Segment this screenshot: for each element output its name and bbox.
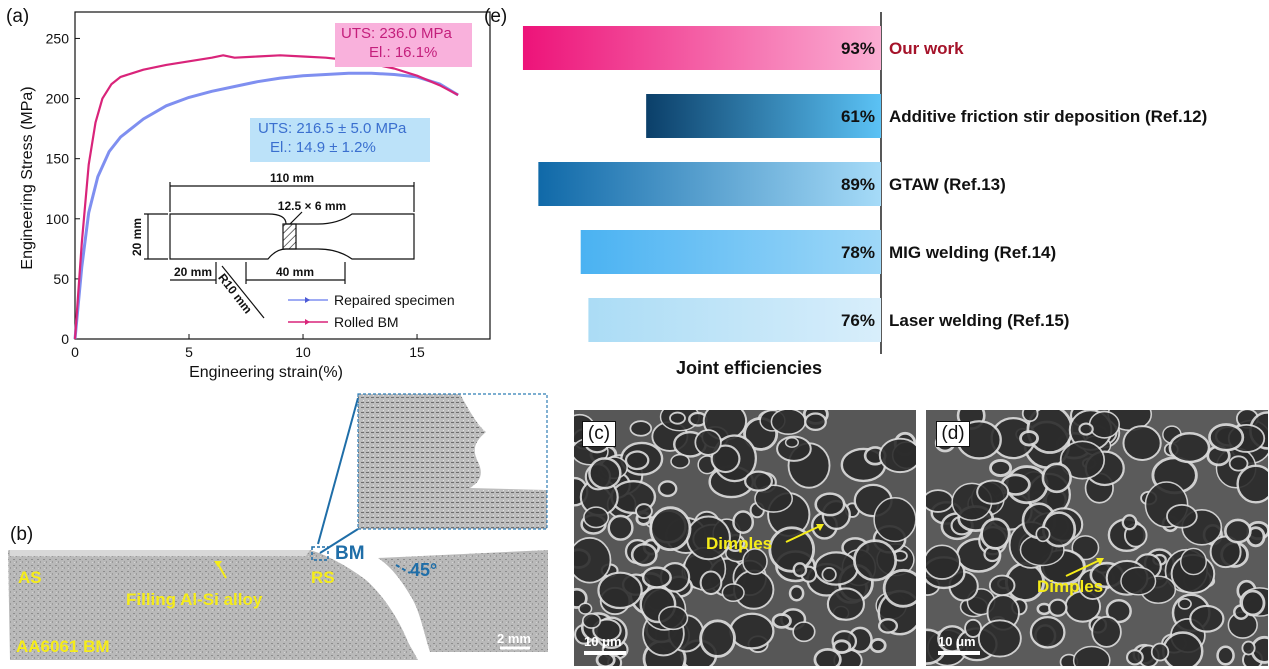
y-tick-label: 100 (46, 211, 70, 227)
legend-rolled: Rolled BM (334, 314, 399, 330)
sem-image-d (926, 410, 1268, 666)
section-right (378, 550, 548, 652)
bar-4 (588, 298, 881, 342)
dimples-label-d: Dimples (1037, 577, 1104, 596)
bar-value-label: 89% (841, 175, 875, 194)
specimen-drawing (144, 182, 415, 319)
bar-value-label: 76% (841, 311, 875, 330)
bar-category-label: Our work (889, 39, 964, 58)
repaired-el: El.: 14.9 ± 1.2% (270, 139, 376, 156)
specimen-section: 12.5 × 6 mm (278, 199, 346, 213)
joint-efficiency-chart: 93% Our work 61% Additive friction stir dep… (522, 12, 1207, 378)
plot-frame (74, 11, 491, 340)
x-axis-label: Joint efficiencies (676, 358, 822, 378)
scale-bar-d (938, 651, 980, 655)
angle-label: 45° (410, 560, 438, 580)
bar-group: 93% Our work 61% Additive friction stir dep… (522, 26, 1207, 342)
inset-leader-top (317, 397, 359, 545)
bar-value-label: 78% (841, 243, 875, 262)
annotation-rolled: UTS: 236.0 MPa El.: 16.1% (335, 23, 472, 67)
specimen-width: 20 mm (130, 218, 144, 256)
repaired-uts: UTS: 216.5 ± 5.0 MPa (258, 120, 407, 137)
x-tick-label: 10 (295, 344, 311, 360)
inset-frame (357, 393, 548, 530)
macrograph (8, 393, 548, 660)
filling-arrow (217, 563, 227, 579)
bar-value-label: 61% (841, 107, 875, 126)
annotation-repaired: UTS: 216.5 ± 5.0 MPa El.: 14.9 ± 1.2% (250, 118, 430, 162)
panel-label-c-box: (c) (582, 421, 616, 447)
bar-category-label: Additive friction stir deposition (Ref.1… (889, 107, 1207, 126)
sem-image-c (574, 410, 916, 666)
y-tick-label: 200 (46, 91, 70, 107)
panel-label-a: (a) (6, 6, 30, 27)
specimen-length: 110 mm (270, 171, 314, 185)
bar-0 (522, 26, 881, 70)
bar-category-label: MIG welding (Ref.14) (889, 243, 1056, 262)
panel-label-e: (e) (484, 6, 508, 27)
y-tick-label: 250 (46, 30, 70, 46)
as-label: AS (18, 568, 42, 587)
panel-label-d-box: (d) (936, 421, 970, 447)
dimples-arrow-c (785, 524, 824, 543)
bar-category-label: GTAW (Ref.13) (889, 175, 1006, 194)
bar-1 (646, 94, 881, 138)
x-tick-label: 15 (409, 344, 425, 360)
chart-axes (74, 11, 491, 340)
legend-repaired: Repaired specimen (334, 292, 455, 308)
rolled-el: El.: 16.1% (369, 44, 438, 61)
inset-leader-bottom (319, 528, 359, 554)
bar-2 (538, 162, 881, 206)
y-axis-label: Engineering Stress (MPa) (19, 86, 36, 269)
x-tick-label: 0 (71, 344, 79, 360)
x-tick-label: 5 (185, 344, 193, 360)
x-axis-label: Engineering strain(%) (189, 364, 343, 381)
specimen-gauge: 40 mm (276, 265, 314, 279)
bar-value-label: 93% (841, 39, 875, 58)
rs-label: RS (311, 568, 335, 587)
section-left (8, 550, 418, 660)
scale-label-c: 10 μm (584, 634, 622, 649)
scale-bar-c (584, 651, 626, 655)
dimples-arrow-d (1065, 558, 1104, 577)
panel-label-d: (d) (941, 423, 965, 444)
y-tick-label: 50 (53, 271, 69, 287)
bm-marker (311, 546, 329, 561)
panel-label-b: (b) (10, 524, 34, 545)
chart-legend: Repaired specimen Rolled BM (288, 292, 455, 330)
macro-scale-label: 2 mm (497, 631, 531, 646)
bar-3 (580, 230, 881, 274)
filling-label: Filling Al-Si alloy (126, 590, 263, 609)
series-line-repaired (73, 71, 459, 340)
y-tick-label: 0 (61, 331, 69, 347)
bm-label: BM (335, 543, 365, 564)
dimples-label-c: Dimples (706, 534, 773, 553)
specimen-grip: 20 mm (174, 265, 212, 279)
bar-category-label: Laser welding (Ref.15) (889, 311, 1069, 330)
specimen-radius: R10 mm (215, 271, 255, 316)
panel-label-c: (c) (587, 423, 611, 444)
rolled-uts: UTS: 236.0 MPa (341, 25, 452, 42)
base-metal-label: AA6061 BM (16, 637, 110, 656)
scale-label-d: 10 μm (938, 634, 976, 649)
y-tick-label: 150 (46, 151, 70, 167)
